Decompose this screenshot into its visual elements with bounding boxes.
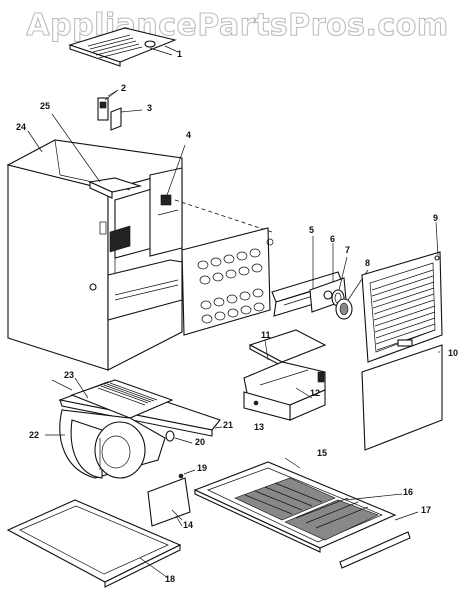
filter-mesh [244,482,369,529]
callout-21: 21 [223,420,234,430]
callout-10: 10 [448,348,459,358]
part-1-vent-cover [68,27,177,67]
part-2-bracket [97,89,119,121]
callout-11: 11 [261,330,271,340]
blower-fins [97,382,158,406]
callout-17: 17 [421,505,432,515]
part-10-panel [361,344,443,451]
callout-12: 12 [310,388,321,398]
callout-23: 23 [64,370,75,380]
callout-14: 14 [183,520,194,530]
callout-4: 4 [186,130,192,140]
callout-1: 1 [177,49,183,59]
callout-18: 18 [165,574,176,584]
part-23-blower-housing [70,377,174,419]
callout-20: 20 [195,437,206,447]
part-13-bracket [243,391,291,421]
callout-25: 25 [40,101,51,111]
callout-24: 24 [16,122,27,132]
callout-16: 16 [403,487,414,497]
part-16-filter-media [234,477,403,541]
part-18-base-pan [6,499,182,588]
vent-holes [197,248,265,324]
grille-louvers [371,269,436,351]
part-4-control-bracket [149,144,186,257]
part-25-partition [51,113,143,199]
part-20-motor-mount [165,430,193,444]
part-9-grille [361,251,443,363]
callout-8: 8 [365,258,371,268]
part-3-clip [110,107,143,131]
callout-5: 5 [309,225,315,235]
part-19-screw [178,469,196,479]
callout-13: 13 [254,422,265,432]
callout-7: 7 [345,245,351,255]
callout-19: 19 [197,463,208,473]
callout-15: 15 [317,448,328,458]
part-17-filter-strip [339,511,419,569]
part-11-plate [248,329,327,367]
rear-access-panel [181,227,274,336]
part-14-plate [147,477,191,527]
part-12-bracket [243,361,326,421]
callout-9: 9 [433,213,439,223]
part-22-blower-wheel [45,409,166,479]
callout-3: 3 [147,103,153,113]
callout-2: 2 [121,83,127,93]
callout-22: 22 [29,430,40,440]
callout-6: 6 [330,234,336,244]
